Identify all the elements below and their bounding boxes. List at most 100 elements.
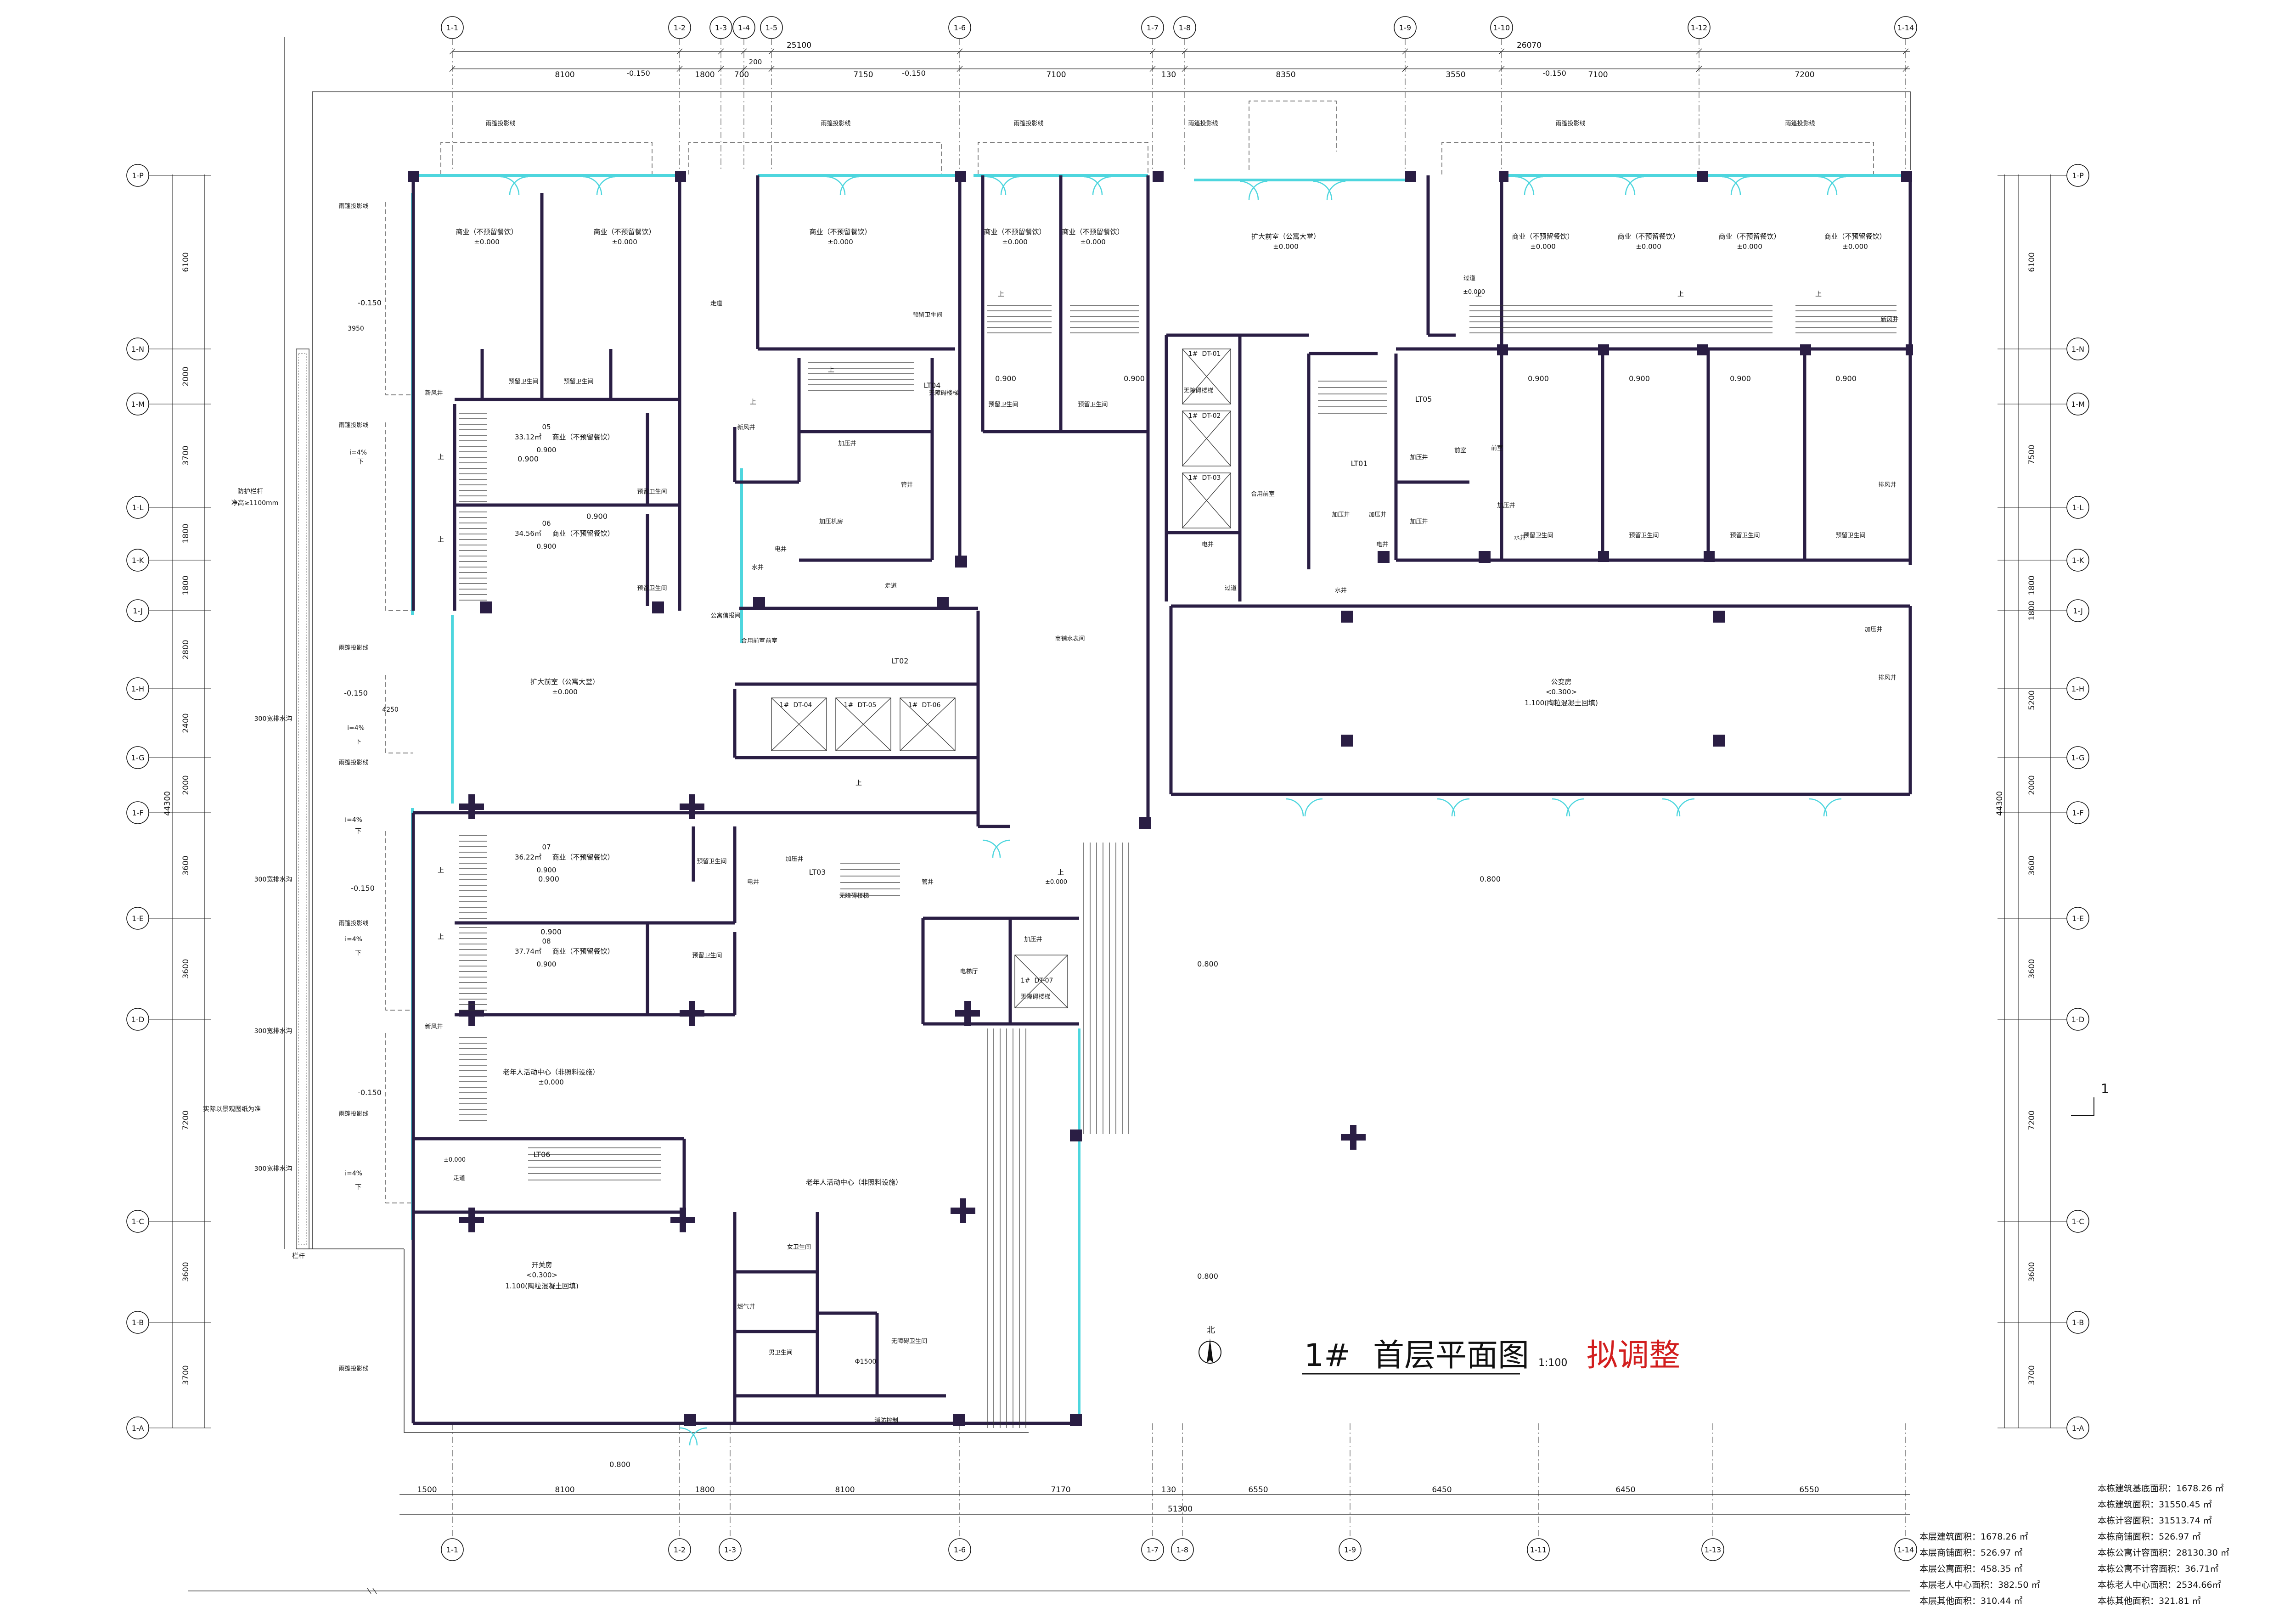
elevator-tag: 1# (908, 702, 918, 709)
axis-bubble-top: 1-5 (760, 16, 783, 39)
axis-bubble-right: 1-L (2066, 496, 2089, 519)
plan-note: Φ1500 (855, 1358, 877, 1366)
total-depth-right: 44300 (1995, 791, 2004, 816)
plan-label: 水井 (1335, 587, 1347, 594)
elevator-id: DT-07 (1035, 977, 1053, 984)
room-name: 商业（不预留餐饮） (456, 228, 518, 236)
axis-bubble-right-label: 1-H (2071, 685, 2084, 693)
dim-bottom-segment: 8100 (555, 1485, 574, 1495)
dim-bottom-segment: 6550 (1799, 1485, 1819, 1495)
plan-note: 下 (355, 738, 361, 746)
drawing-scale: 1:100 (1538, 1357, 1567, 1369)
plan-label: 加压井 (785, 856, 803, 863)
plan-label: 合用前室 (741, 637, 765, 645)
plan-label: 电井 (1202, 541, 1214, 548)
plan-note: 下 (357, 458, 364, 466)
level-mark: 0.800 (1480, 875, 1501, 883)
axis-bubble-left-label: 1-H (131, 685, 144, 693)
plan-label: 电梯厅 (960, 968, 978, 975)
plan-label: 加压井 (1410, 454, 1428, 461)
canopy-label: 雨篷投影线 (821, 120, 850, 127)
axis-bubble-left: 1-E (126, 907, 149, 930)
plan-label: 公寓信报间 (710, 612, 740, 619)
plan-note: 上 (998, 291, 1004, 298)
dim-right: 1800 (2027, 601, 2037, 620)
dim-bottom-segment: 6450 (1432, 1485, 1452, 1495)
summary-left: 本层建筑面积：1678.26 ㎡ 本层商铺面积：526.97 ㎡ 本层公寓面积：… (1919, 1481, 2089, 1609)
axis-bubble-left-label: 1-D (131, 1015, 144, 1024)
summary-line: 本层老人中心面积：382.50 ㎡ (1919, 1580, 2040, 1590)
summary-line: 本栋其他面积：321.81 ㎡ (2098, 1596, 2201, 1606)
axis-bubble-bottom: 1-3 (719, 1538, 742, 1561)
dim-left: 3600 (181, 855, 191, 875)
dim-left: 6100 (181, 252, 191, 272)
dim-left: 1800 (181, 575, 191, 595)
room-name: 商业（不预留餐饮） (1718, 232, 1780, 241)
axis-bubble-bottom-label: 1-6 (954, 1545, 966, 1554)
axis-bubble-top-label: 1-8 (1179, 23, 1191, 32)
room-level: ±0.000 (612, 238, 637, 246)
axis-bubble-bottom: 1-8 (1171, 1538, 1194, 1561)
plan-label: 加压井 (1368, 511, 1386, 518)
elevator-tag: 1# (780, 702, 789, 709)
room-level: ±0.000 (1080, 238, 1106, 246)
dim-bottom-segment: 6550 (1248, 1485, 1268, 1495)
dim-top-misc: 200 (749, 58, 762, 66)
level-mark: -0.150 (358, 1088, 382, 1097)
axis-bubble-left: 1-H (126, 677, 149, 700)
axis-bubble-right-label: 1-F (2072, 809, 2083, 817)
level-mark: -0.150 (358, 298, 382, 307)
axis-bubble-top-label: 1-14 (1897, 23, 1914, 32)
axis-bubble-right-label: 1-K (2072, 556, 2084, 565)
dim-right: 7200 (2027, 1110, 2037, 1130)
shop-number: 08 (542, 937, 551, 945)
dim-top-segment: 1800 (695, 70, 715, 79)
axis-bubble-right-label: 1-B (2072, 1318, 2084, 1327)
room-name: 商业（不预留餐饮） (593, 228, 655, 236)
axis-bubble-left: 1-G (126, 746, 149, 769)
axis-bubble-left-label: 1-E (132, 914, 144, 923)
room-level: ±0.000 (1842, 242, 1868, 251)
level-mark: 0.900 (540, 927, 562, 936)
room-name: 开关房 (531, 1261, 552, 1269)
axis-bubble-bottom-label: 1-1 (446, 1545, 458, 1554)
plan-note: 300宽排水沟 (254, 876, 293, 883)
plan-label: 女卫生间 (787, 1243, 811, 1251)
room-name: 公变房 (1551, 678, 1571, 686)
plan-label: 预留卫生间 (697, 858, 726, 865)
plan-label: 预留卫生间 (912, 312, 942, 319)
shop-number: 07 (542, 843, 551, 851)
plan-label: 无障碍楼梯 (839, 893, 869, 899)
elevator-tag: 1# (844, 702, 854, 709)
room-name: 商业（不预留餐饮） (1617, 232, 1679, 241)
axes-left: 1-P1-N1-M1-L1-K1-J1-H1-G1-F1-E1-D1-C1-B1… (126, 164, 211, 1439)
dim-left: 3600 (181, 1262, 191, 1281)
plan-note: 上 (1677, 291, 1684, 298)
room-level: ±0.000 (474, 238, 500, 246)
level-mark: -0.150 (351, 884, 375, 893)
area-summary: 本层建筑面积：1678.26 ㎡ 本层商铺面积：526.97 ㎡ 本层公寓面积：… (1919, 1481, 2268, 1609)
plan-label: 加压井 (1864, 626, 1882, 633)
axis-bubble-right: 1-D (2066, 1008, 2089, 1031)
plan-note: 上 (438, 933, 444, 941)
axis-bubble-left: 1-B (126, 1311, 149, 1334)
axis-bubble-top-label: 1-1 (446, 23, 458, 32)
axis-bubble-left-label: 1-A (132, 1424, 144, 1433)
dim-right: 5200 (2027, 690, 2037, 710)
axis-bubble-bottom: 1-11 (1527, 1538, 1550, 1561)
axis-bubble-left: 1-A (126, 1416, 149, 1439)
axis-bubble-bottom-label: 1-7 (1147, 1545, 1159, 1554)
plan-note: 上 (438, 536, 444, 544)
top-dimensions (449, 48, 1910, 72)
plan-label: 商铺水表间 (1055, 635, 1085, 642)
glass-curtain (411, 174, 1910, 1423)
plan-note: 下 (355, 828, 361, 835)
axis-bubble-top: 1-14 (1894, 16, 1917, 39)
dim-top-segment: 7150 (853, 70, 873, 79)
plan-label: 预留卫生间 (637, 489, 667, 495)
axis-bubble-top-label: 1-6 (954, 23, 966, 32)
level-mark: 0.900 (1124, 374, 1145, 383)
elevator-id: DT-04 (793, 702, 812, 709)
